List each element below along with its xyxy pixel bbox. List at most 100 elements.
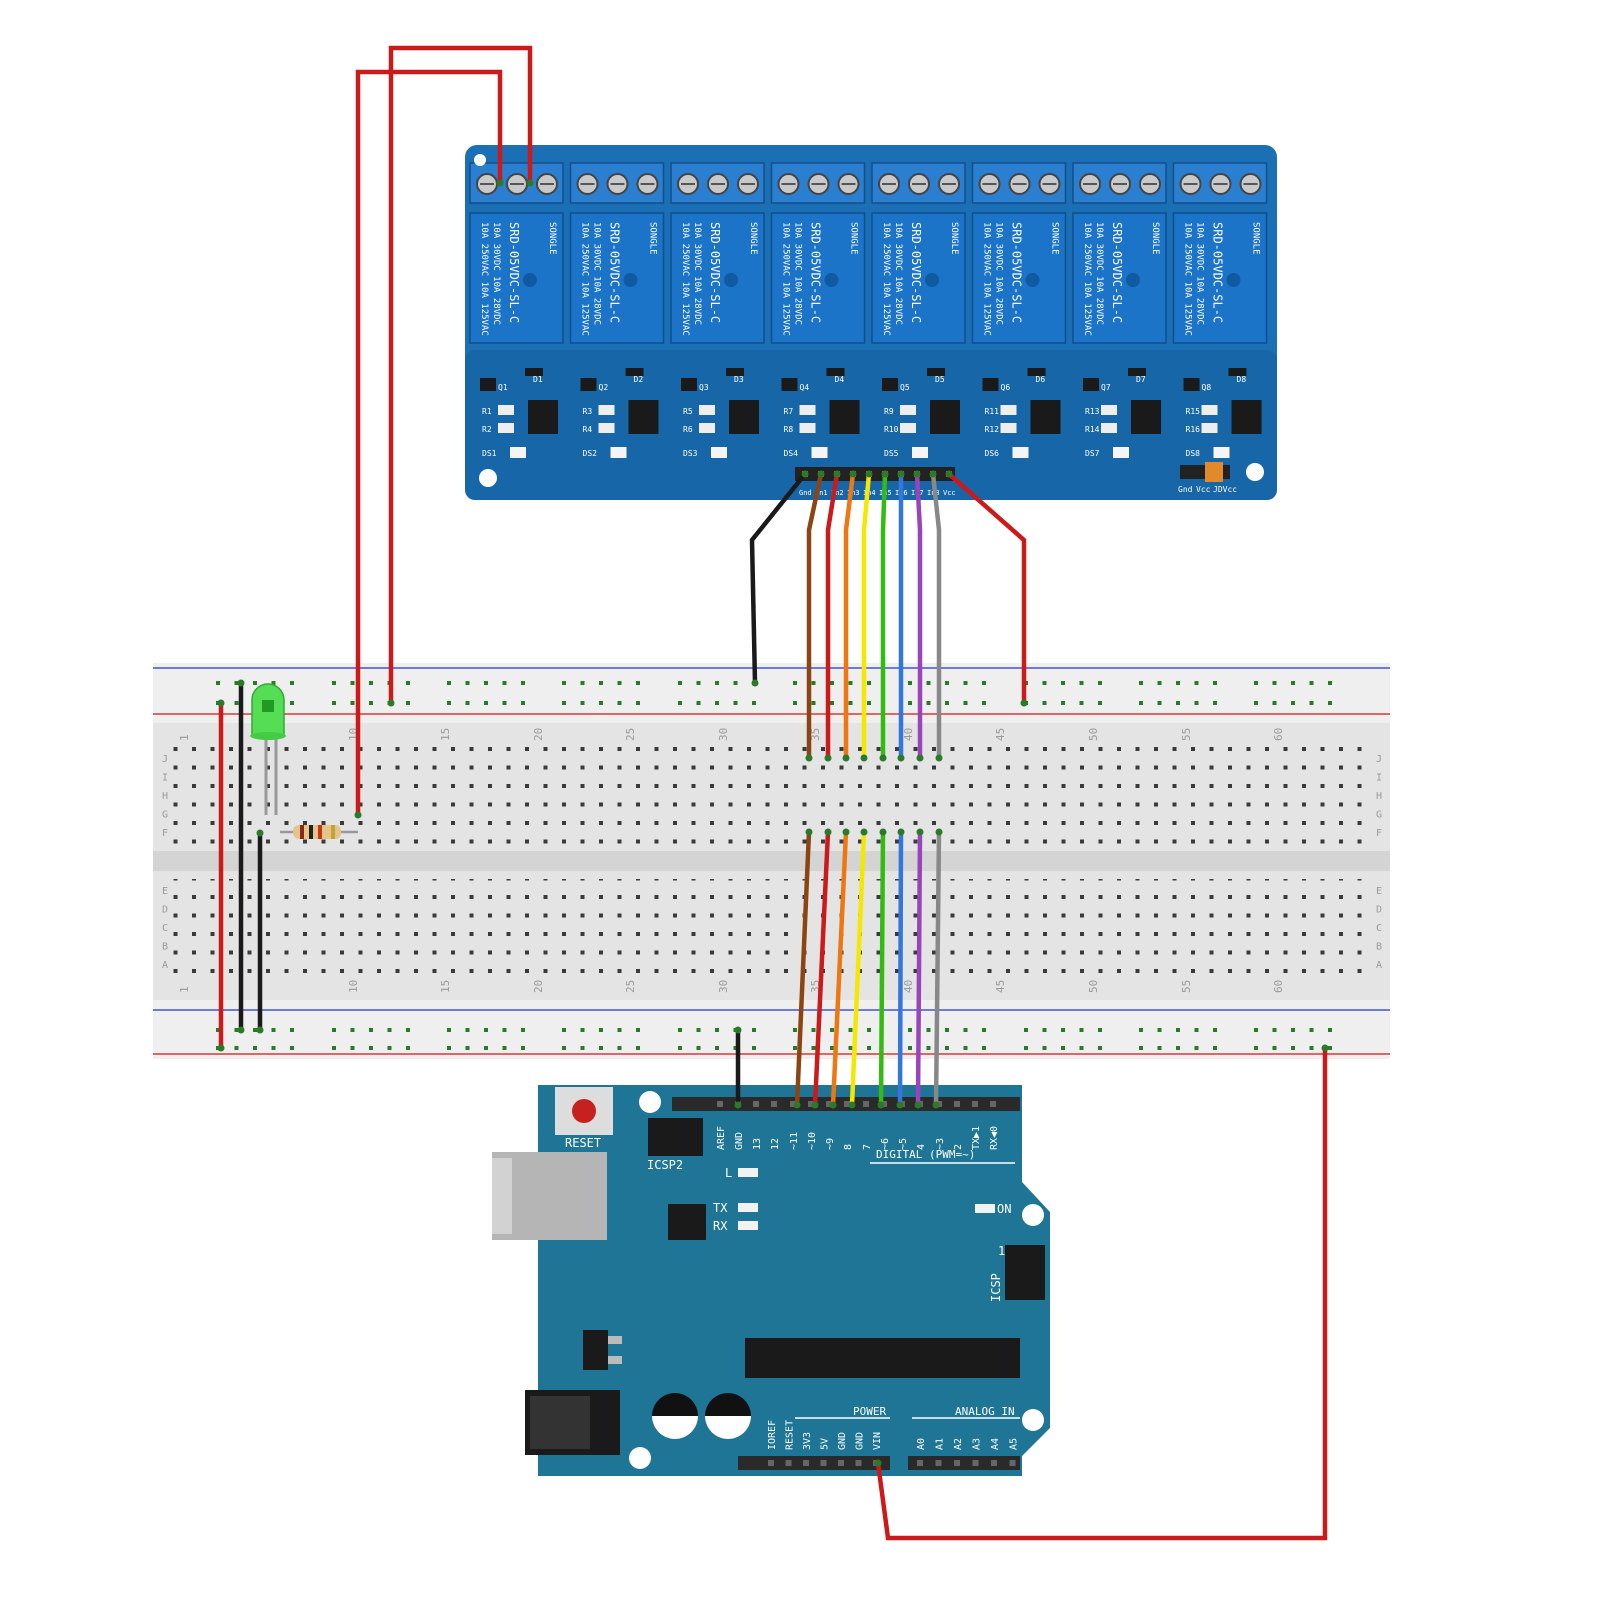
rail-hole (867, 701, 871, 705)
rail-hole (1079, 681, 1084, 685)
mount-hole (479, 469, 497, 487)
component-label: R13 (1085, 407, 1100, 416)
smd-resistor (699, 405, 715, 415)
relay-marking: 10A 30VDC 10A 28VDC (491, 222, 501, 325)
icsp-header (1005, 1245, 1045, 1300)
rail-hole (332, 701, 336, 705)
rail-hole (484, 1046, 488, 1050)
column-number: 30 (717, 728, 730, 741)
rail-hole (1254, 1028, 1258, 1032)
rail-hole (1139, 681, 1143, 685)
analog-header (908, 1456, 1020, 1470)
rail-hole (636, 1046, 640, 1050)
rail-hole (696, 1028, 701, 1032)
relay-cube (469, 212, 564, 344)
digital-pin-label: AREF (716, 1126, 727, 1150)
rail-hole (715, 1028, 719, 1032)
rail-hole (1309, 701, 1314, 705)
optocoupler (628, 400, 659, 434)
rail-hole (793, 681, 797, 685)
rail-hole (830, 701, 834, 705)
rail-hole (1139, 701, 1143, 705)
wire-end (879, 754, 887, 762)
wire-end (817, 470, 825, 478)
rail-hole (848, 1028, 853, 1032)
header-pin-label: In3 (847, 489, 860, 497)
component-label: R11 (985, 407, 1000, 416)
wire-end (256, 1026, 264, 1034)
relay-marking: 10A 250VAC 10A 125VAC (881, 222, 891, 336)
wire-end (897, 470, 905, 478)
jumper-label: JDVcc (1213, 485, 1237, 494)
digital-pin-label: 12 (770, 1138, 781, 1150)
wire-end (829, 1101, 837, 1109)
row-letter: D (1376, 905, 1382, 916)
icsp2-label: ICSP2 (647, 1158, 683, 1172)
wire-end (848, 1101, 856, 1109)
wire-end (1321, 1044, 1329, 1052)
relay-cube (1072, 212, 1167, 344)
rail-hole (1042, 701, 1047, 705)
relay-input-wire (806, 471, 824, 761)
relay-marking: SRD-05VDC-SL-C (1110, 222, 1124, 323)
rail-hole (715, 1046, 719, 1050)
rail-hole (350, 701, 355, 705)
digital-pin-label: 13 (752, 1138, 763, 1150)
header-pin (838, 1460, 844, 1466)
rail-hole (484, 1028, 488, 1032)
rail-hole (982, 1046, 986, 1050)
component-label: Q4 (800, 383, 810, 392)
relay-marking: 10A 30VDC 10A 28VDC (1094, 222, 1104, 325)
diode (726, 368, 744, 376)
wire-end (896, 1101, 904, 1109)
wire-end (881, 470, 889, 478)
header-pin (972, 1460, 979, 1466)
led-on (975, 1204, 995, 1213)
digital-pin-label: GND (734, 1132, 745, 1150)
hole-grid-top (173, 747, 1373, 849)
component-label: Q5 (900, 383, 910, 392)
rail-hole (271, 681, 276, 685)
analog-pin-label: A1 (935, 1438, 946, 1450)
resistor-icon (280, 825, 358, 839)
relay-marking: 10A 30VDC 10A 28VDC (893, 222, 903, 325)
component-label: R16 (1186, 425, 1201, 434)
rail-hole (678, 701, 682, 705)
component-label: Q6 (1001, 383, 1011, 392)
center-channel (153, 851, 1390, 871)
analog-pin-label: A0 (916, 1438, 927, 1450)
digital-pin-label: 4 (916, 1144, 927, 1150)
component-label: D7 (1136, 375, 1146, 384)
indicator-led (912, 447, 928, 458)
rail-hole (1024, 1028, 1028, 1032)
rail-hole (290, 1028, 294, 1032)
wire-end (387, 699, 395, 707)
column-number: 20 (532, 728, 545, 741)
header-pin (844, 1101, 850, 1107)
rail-hole (562, 681, 566, 685)
rail-hole (521, 681, 525, 685)
rail-hole (830, 681, 834, 685)
header-pin (785, 1460, 792, 1466)
rail-hole (1139, 1046, 1143, 1050)
reset-label: RESET (565, 1136, 601, 1150)
smd-resistor (699, 423, 715, 433)
arduino-signal-wire (897, 829, 904, 1108)
rail-hole (1098, 1028, 1102, 1032)
indicator-led (510, 447, 526, 458)
rail-hole (562, 1028, 566, 1032)
wire-end (913, 470, 921, 478)
rail-hole (848, 701, 853, 705)
row-letter: C (162, 923, 168, 934)
rail-hole (867, 1046, 871, 1050)
header-pin (753, 1101, 759, 1107)
wire-end (914, 1101, 922, 1109)
mount-hole (1022, 1204, 1044, 1226)
rail-hole (1176, 701, 1180, 705)
rail-hole (830, 1028, 834, 1032)
column-number: 60 (1272, 980, 1285, 993)
relay-marking: 10A 30VDC 10A 28VDC (793, 222, 803, 325)
relay-marking: SRD-05VDC-SL-C (1211, 222, 1225, 323)
